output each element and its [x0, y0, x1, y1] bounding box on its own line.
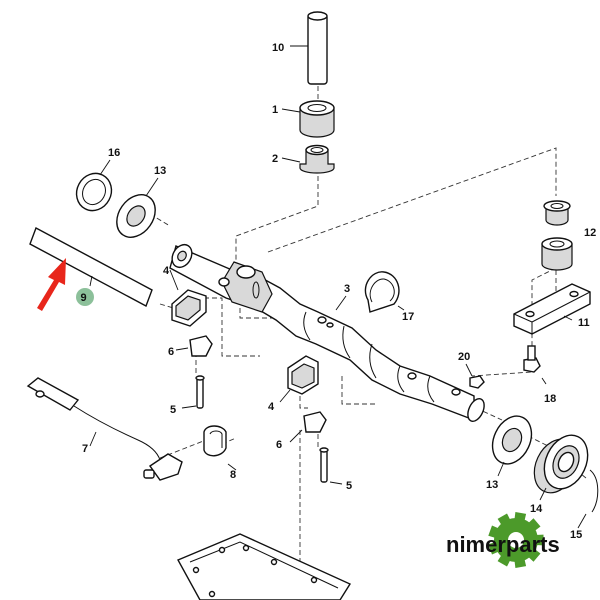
callout-13-left: 13 — [154, 165, 166, 177]
callout-5-lower: 5 — [346, 480, 352, 492]
callout-2: 2 — [272, 153, 278, 165]
callout-7: 7 — [82, 443, 88, 455]
part-housing-cover — [177, 533, 352, 600]
part-sensor-cable — [26, 377, 183, 481]
callout-8: 8 — [230, 469, 236, 481]
part-cable-tie — [364, 271, 405, 313]
part-pin — [290, 11, 328, 85]
part-bearing — [533, 434, 589, 501]
callout-15: 15 — [570, 529, 582, 541]
part-clamp-upper — [169, 269, 207, 327]
callout-17: 17 — [402, 311, 414, 323]
part-clip-lower — [289, 411, 327, 443]
gear-icon — [488, 512, 544, 568]
callout-labels: 10 1 2 16 13 4 6 5 3 17 12 11 20 18 7 8 … — [82, 42, 596, 541]
part-screw-upper — [181, 375, 205, 409]
part-screw-lower — [319, 447, 343, 485]
part-shim-strip — [29, 227, 153, 307]
callout-4-upper: 4 — [163, 265, 170, 277]
callout-6-upper: 6 — [168, 346, 174, 358]
callout-3: 3 — [344, 283, 350, 295]
callout-1: 1 — [272, 104, 278, 116]
brand-name: nimerparts — [446, 532, 560, 557]
callout-20: 20 — [458, 351, 470, 363]
callout-14: 14 — [530, 503, 543, 515]
highlight-arrow — [37, 258, 66, 311]
callout-12: 12 — [584, 227, 596, 239]
callout-18: 18 — [544, 393, 556, 405]
part-small-nut — [465, 363, 485, 389]
part-clip-upper — [175, 335, 213, 357]
part-flanged-bushing — [281, 144, 335, 174]
callout-16: 16 — [108, 147, 120, 159]
part-washer-right — [491, 415, 533, 477]
brand-logo: nimerparts — [446, 512, 560, 568]
part-retaining-ring — [577, 469, 599, 529]
callout-10: 10 — [272, 42, 284, 54]
callout-6-lower: 6 — [276, 439, 282, 451]
part-snap-ring — [75, 159, 113, 212]
part-bracket-plate — [513, 283, 591, 335]
part-bushing-right — [541, 200, 573, 271]
part-bushing-upper — [281, 100, 335, 138]
part-clamp-lower — [279, 355, 319, 403]
callout-9: 9 — [81, 292, 87, 304]
part-washer-left — [116, 177, 159, 238]
callout-13-right: 13 — [486, 479, 498, 491]
part-bolt — [523, 345, 547, 385]
part-spring-clip — [203, 425, 237, 471]
part-main-shaft — [169, 243, 485, 422]
callout-4-lower: 4 — [268, 401, 275, 413]
callout-9-badge: 9 — [76, 288, 94, 306]
callout-11: 11 — [578, 317, 590, 329]
gear-hole — [508, 532, 524, 548]
callout-5-upper: 5 — [170, 404, 176, 416]
